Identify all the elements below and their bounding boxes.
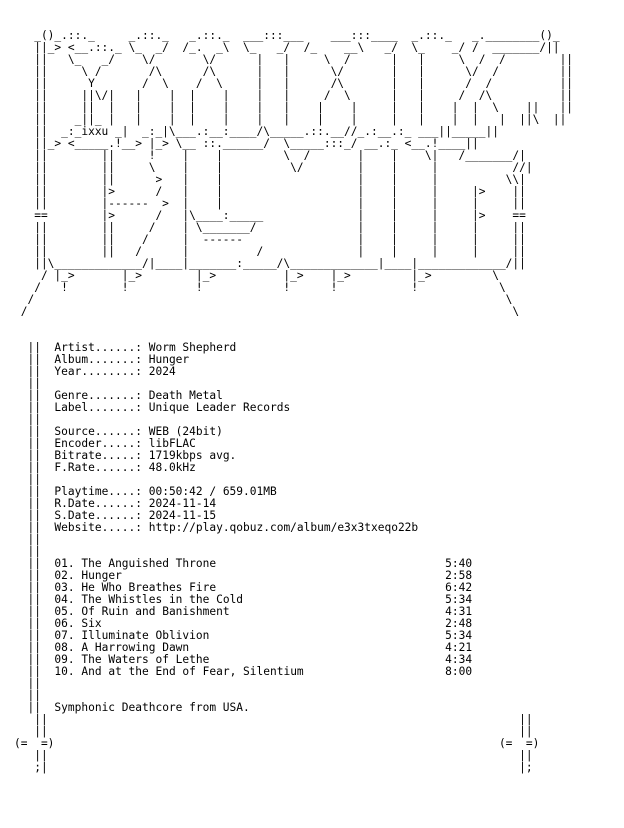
track-title: The Whistles in the Cold bbox=[81, 593, 244, 606]
track-duration: 6:42 bbox=[445, 581, 473, 594]
info-artist: || Artist......: Worm Shepherd bbox=[14, 341, 237, 354]
track-number: 07. bbox=[54, 629, 75, 642]
track-row: || 03. He Who Breathes Fire 6:42 bbox=[14, 581, 473, 594]
release-description: || Symphonic Deathcore from USA. bbox=[14, 701, 250, 714]
ascii-frame-line: || || bbox=[14, 713, 533, 726]
track-duration: 5:40 bbox=[445, 557, 473, 570]
ascii-art-line: _()_.::._ _.::._ _.::._ ___:::___ ___:::… bbox=[14, 29, 560, 42]
track-number: 01. bbox=[54, 557, 75, 570]
ascii-art-line: || || / | / | | | | || bbox=[14, 245, 526, 258]
track-duration: 4:34 bbox=[445, 653, 473, 666]
nfo-document: _()_.::._ _.::._ _.::._ ___:::___ ___:::… bbox=[14, 29, 574, 774]
track-duration: 2:58 bbox=[445, 569, 473, 582]
info-year: || Year........: 2024 bbox=[14, 365, 176, 378]
track-title: And at the End of Fear, Silentium bbox=[81, 665, 304, 678]
track-title: The Waters of Lethe bbox=[81, 653, 210, 666]
track-row: || 01. The Anguished Throne 5:40 bbox=[14, 557, 473, 570]
ascii-art-line: || \_ _/ \/ \/ | | \ / | | \ / / || bbox=[14, 53, 574, 66]
info-website: || Website.....: http://play.qobuz.com/a… bbox=[14, 521, 419, 534]
ascii-art-line: ||_> <_____.!__> |_> \__ ::.______/ \___… bbox=[14, 137, 479, 150]
ascii-art-line: || \ / /\ /\ | | \/ | | \/ / || bbox=[14, 65, 574, 78]
track-duration: 4:31 bbox=[445, 605, 473, 618]
track-number: 05. bbox=[54, 605, 75, 618]
info-rdate: || R.Date......: 2024-11-14 bbox=[14, 497, 217, 510]
track-row: || 07. Illuminate Oblivion 5:34 bbox=[14, 629, 473, 642]
track-number: 09. bbox=[54, 653, 75, 666]
ascii-art-line: || || / | ------ | | | | || bbox=[14, 233, 526, 246]
ascii-frame-line: || || bbox=[14, 749, 533, 762]
info-genre: || Genre.......: Death Metal bbox=[14, 389, 223, 402]
track-row: || 08. A Harrowing Dawn 4:21 bbox=[14, 641, 473, 654]
track-number: 06. bbox=[54, 617, 75, 630]
track-title: The Anguished Throne bbox=[81, 557, 217, 570]
track-number: 04. bbox=[54, 593, 75, 606]
ascii-art-line: / ! ! ! ! ! ! \ bbox=[14, 281, 506, 294]
track-row: || 06. Six 2:48 bbox=[14, 617, 473, 630]
track-title: Hunger bbox=[81, 569, 122, 582]
info-playtime: || Playtime....: 00:50:42 / 659.01MB bbox=[14, 485, 277, 498]
ascii-frame-line: ;| |; bbox=[14, 761, 533, 774]
ascii-art-line: || |> / | | | | | |> || bbox=[14, 185, 526, 198]
ascii-art-line: || _:_ixxu _| _:_|\___.:__:____/\_____.:… bbox=[14, 125, 499, 138]
ascii-art-line: || || \ | | \/ | | | //| bbox=[14, 161, 533, 174]
info-album: || Album.......: Hunger bbox=[14, 353, 190, 366]
ascii-art-line: || || ! | | \ / | | \| /_______/| bbox=[14, 149, 526, 162]
track-title: A Harrowing Dawn bbox=[81, 641, 190, 654]
track-duration: 8:00 bbox=[445, 665, 473, 678]
track-row: || 09. The Waters of Lethe 4:34 bbox=[14, 653, 473, 666]
ascii-art-line: / \ bbox=[14, 305, 520, 318]
ascii-frame-bottom: || || || ||(= =) bbox=[14, 714, 573, 774]
track-title: Of Ruin and Banishment bbox=[81, 605, 230, 618]
track-title: Six bbox=[81, 617, 102, 630]
track-row: || 04. The Whistles in the Cold 5:34 bbox=[14, 593, 473, 606]
tracklist: || 01. The Anguished Throne 5:40 || 02. … bbox=[14, 558, 573, 678]
ascii-art-line: == |> / |\____:_____ | | | |> == bbox=[14, 209, 526, 222]
track-duration: 5:34 bbox=[445, 593, 473, 606]
track-duration: 5:34 bbox=[445, 629, 473, 642]
ascii-art-line: / |_> |_> |_> |_> |_> |_> \ bbox=[14, 269, 499, 282]
ascii-art-line: || ||\/| | | | | | | / \ | | / /\ || bbox=[14, 89, 574, 102]
track-row: || 05. Of Ruin and Banishment 4:31 bbox=[14, 605, 473, 618]
ascii-art-line: || Y / \ / \ | | /\ | | / / || bbox=[14, 77, 574, 90]
track-title: Illuminate Oblivion bbox=[81, 629, 210, 642]
track-row: || 02. Hunger 2:58 bbox=[14, 569, 473, 582]
info-label: || Label.......: Unique Leader Records bbox=[14, 401, 291, 414]
track-number: 08. bbox=[54, 641, 75, 654]
track-duration: 2:48 bbox=[445, 617, 473, 630]
track-number: 03. bbox=[54, 581, 75, 594]
ascii-frame-line: || || bbox=[14, 725, 533, 738]
ascii-art-line: ||_> <__.::._ \_ _/ /_. _\ \_ _/ /_ __\ … bbox=[14, 41, 560, 54]
info-source: || Source......: WEB (24bit) bbox=[14, 425, 223, 438]
info-frate: || F.Rate......: 48.0kHz bbox=[14, 461, 196, 474]
ascii-art-line: || |------ > | | | | | | || bbox=[14, 197, 526, 210]
ascii-frame-line: (= =) (= =) bbox=[14, 737, 540, 750]
track-row: || 10. And at the End of Fear, Silentium… bbox=[14, 665, 473, 678]
ascii-art-line: || || | | | | | | | | | | | | | \ || || bbox=[14, 101, 574, 114]
ascii-art-line: || _||_ | | | | | | | | | | | | | | ||\ … bbox=[14, 113, 567, 126]
ascii-art-line: / \ bbox=[14, 293, 513, 306]
info-bitrate: || Bitrate.....: 1719kbps avg. bbox=[14, 449, 237, 462]
track-duration: 4:21 bbox=[445, 641, 473, 654]
ascii-art-line: || || / | \_______/ | | | | || bbox=[14, 221, 526, 234]
track-number: 10. bbox=[54, 665, 75, 678]
track-title: He Who Breathes Fire bbox=[81, 581, 217, 594]
release-info: || Artist......: Worm Shepherd || Album.… bbox=[14, 318, 573, 558]
ascii-art-line: || || > | | | | | \\| bbox=[14, 173, 526, 186]
track-number: 02. bbox=[54, 569, 75, 582]
info-sdate: || S.Date......: 2024-11-15 bbox=[14, 509, 217, 522]
info-encoder: || Encoder.....: libFLAC bbox=[14, 437, 196, 450]
ascii-art-line: ||\_____________/|____|_______:_____/\__… bbox=[14, 257, 526, 270]
ascii-art-logo: _()_.::._ _.::._ _.::._ ___:::___ ___:::… bbox=[14, 30, 573, 318]
